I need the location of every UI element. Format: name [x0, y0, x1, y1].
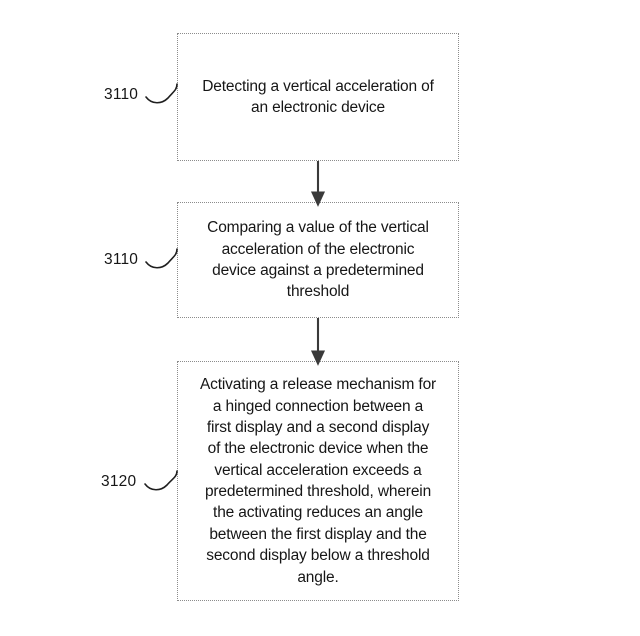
process-box-activate: Activating a release mechanism for a hin…	[177, 361, 459, 601]
leader-line-compare	[145, 248, 178, 269]
leader-line-activate	[144, 470, 178, 491]
reference-numeral-activate: 3120	[101, 473, 137, 490]
process-box-detect-label: Detecting a vertical acceleration of an …	[202, 77, 434, 116]
leader-line-detect	[145, 83, 178, 104]
reference-numeral-detect: 3110	[104, 86, 139, 103]
process-box-compare: Comparing a value of the vertical accele…	[177, 202, 459, 318]
process-box-activate-label: Activating a release mechanism for a hin…	[199, 376, 437, 586]
process-box-detect: Detecting a vertical acceleration of an …	[177, 33, 459, 161]
reference-numeral-compare: 3110	[104, 251, 139, 268]
process-box-compare-label: Comparing a value of the vertical accele…	[207, 219, 429, 301]
